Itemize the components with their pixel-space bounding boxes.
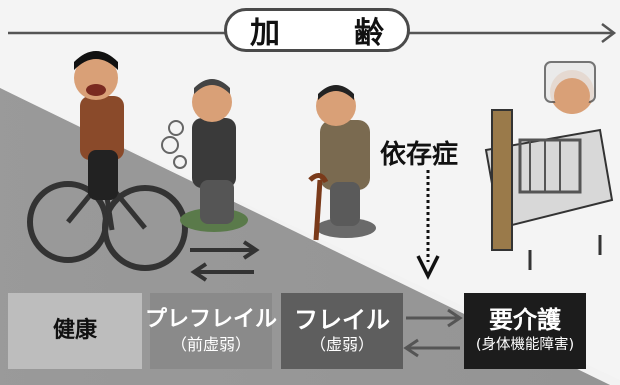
stage-care-label: 要介護 — [489, 306, 561, 334]
addiction-label: 依存症 — [380, 140, 459, 170]
stage-care: 要介護 (身体機能障害) — [464, 293, 586, 369]
age-arrow-icon — [8, 23, 617, 43]
cane-icon — [308, 173, 329, 241]
bicycle-icon — [27, 51, 188, 271]
stage-prefrail-sub: （前虚弱） — [170, 335, 251, 354]
stage-frail-sub: （虚弱） — [309, 335, 374, 354]
stage-care-sub: (身体機能障害) — [475, 337, 575, 353]
stage-frail: フレイル （虚弱） — [281, 293, 403, 369]
stage-healthy-label: 健康 — [52, 318, 97, 343]
down-arrow-icon — [416, 170, 440, 280]
stage-prefrail: プレフレイル （前虚弱） — [145, 293, 277, 369]
stage-prefrail-label: プレフレイル — [145, 307, 278, 332]
stage-healthy: 健康 — [8, 293, 142, 369]
frail-figure — [308, 85, 376, 241]
bed-icon — [484, 61, 614, 270]
prefrail-figure — [161, 79, 248, 232]
two-way-arrow-icon — [190, 240, 260, 282]
aging-label: 加 齢 — [224, 8, 410, 52]
stage-frail-label: フレイル — [294, 306, 390, 334]
frail-care-arrows — [403, 308, 463, 358]
